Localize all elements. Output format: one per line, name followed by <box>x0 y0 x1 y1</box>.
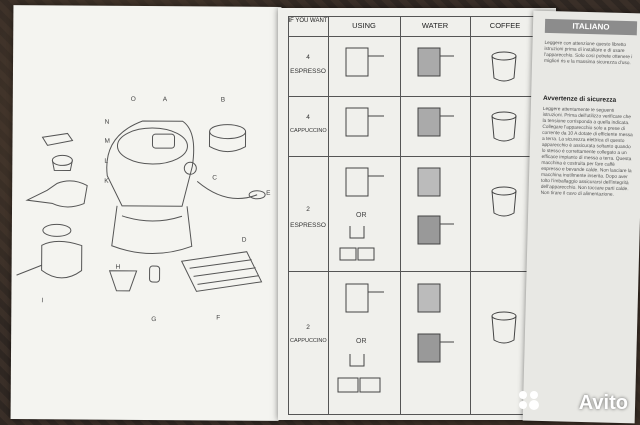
parts-diagram-page: N M L K O A B C E D F G H I <box>10 5 282 421</box>
part-label: L <box>104 157 109 165</box>
language-heading: ITALIANO <box>544 18 638 36</box>
part-label: H <box>115 263 121 271</box>
col-header-using: USING <box>352 21 376 30</box>
usage-table-page: IF YOU WANT USING WATER COFFEE 4 ESPRESS… <box>278 8 556 420</box>
row-drink: CAPPUCCINO <box>290 338 327 344</box>
part-label: O <box>130 95 136 103</box>
row-drink: ESPRESSO <box>290 222 326 229</box>
italian-instructions-page: ITALIANO Leggere con attenzione questo l… <box>522 10 640 424</box>
part-label: G <box>151 316 157 324</box>
part-label: B <box>220 96 226 104</box>
intro-paragraph: Leggere con attenzione questo libretto i… <box>543 40 633 67</box>
coffee-machine-diagram <box>16 120 266 292</box>
row-num: 4 <box>306 54 310 61</box>
or-label: OR <box>356 212 367 219</box>
part-label: K <box>104 177 109 185</box>
part-label: D <box>241 236 247 244</box>
part-label: I <box>41 297 44 305</box>
part-label: C <box>212 174 217 182</box>
row-num: 4 <box>306 114 310 121</box>
table-illustrations <box>337 47 517 393</box>
safety-subtitle: Avvertenze di sicurezza <box>542 94 617 104</box>
avito-logo-icon <box>519 391 539 410</box>
row-drink: CAPPUCCINO <box>290 128 327 134</box>
usage-table: IF YOU WANT USING WATER COFFEE 4 ESPRESS… <box>288 16 550 416</box>
col-header-if-you-want: IF YOU WANT <box>288 18 328 24</box>
row-drink: ESPRESSO <box>290 68 326 75</box>
part-label: E <box>266 189 271 197</box>
avito-watermark: Avito <box>578 392 628 414</box>
part-label: A <box>162 96 168 104</box>
row-num: 2 <box>306 324 310 331</box>
safety-body: Leggere attentamente le seguenti istruzi… <box>540 106 633 198</box>
col-header-coffee: COFFEE <box>489 21 521 30</box>
row-num: 2 <box>306 206 310 213</box>
part-label: N <box>104 118 110 126</box>
col-header-water: WATER <box>421 21 449 30</box>
or-label: OR <box>356 338 367 345</box>
part-label: M <box>104 137 110 145</box>
part-label: F <box>216 314 221 322</box>
